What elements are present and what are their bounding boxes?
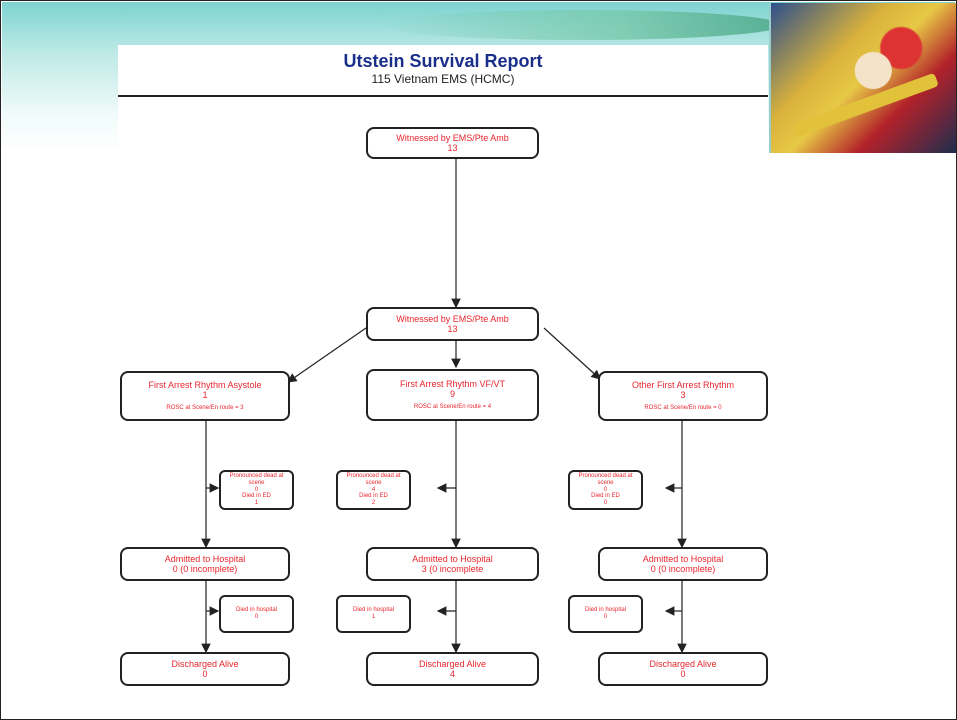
node-rhythm-asystole: First Arrest Rhythm Asystole 1 ROSC at S… (120, 371, 290, 421)
node-value: 0 (0 incomplete) (650, 564, 716, 574)
node-dead-right: Pronounced dead at scene 0 Died in ED 0 (568, 470, 643, 510)
node-value: 0 (680, 669, 686, 679)
node-value: 0 (603, 486, 608, 493)
node-admit-mid: Admitted to Hospital 3 (0 incomplete (366, 547, 539, 581)
node-label: Pronounced dead at scene (578, 472, 633, 486)
node-label: Admitted to Hospital (412, 553, 493, 564)
node-label: Witnessed by EMS/Pte Amb (396, 132, 509, 143)
node-value: 4 (371, 486, 376, 493)
node-value: 1 (254, 500, 259, 507)
utstein-report: Utstein Survival Report 115 Vietnam EMS … (118, 45, 768, 719)
node-value: 3 (680, 390, 686, 401)
node-rhythm-other: Other First Arrest Rhythm 3 ROSC at Scen… (598, 371, 768, 421)
node-label: Died in hospital (352, 607, 395, 614)
node-label: Died in ED (591, 493, 620, 500)
node-value: 0 (202, 669, 208, 679)
node-value: 0 (254, 486, 259, 493)
node-value: 13 (447, 143, 458, 153)
node-label: Discharged Alive (418, 658, 487, 669)
edge-mid-asystole (287, 327, 367, 383)
node-discharged-left: Discharged Alive 0 (120, 652, 290, 686)
node-label: Died in ED (242, 493, 271, 500)
report-header: Utstein Survival Report 115 Vietnam EMS … (118, 45, 768, 97)
node-label: Discharged Alive (171, 658, 239, 669)
node-dead-left: Pronounced dead at scene 0 Died in ED 1 (219, 470, 294, 510)
flow-connectors (201, 158, 687, 654)
node-rosc: ROSC at Scene/En route = 4 (413, 404, 492, 411)
node-label: Pronounced dead at scene (346, 472, 401, 486)
node-value: 9 (449, 389, 455, 400)
node-witnessed-top: Witnessed by EMS/Pte Amb 13 (366, 127, 539, 159)
ambulance-photo (769, 3, 956, 153)
node-rosc: ROSC at Scene/En route = 3 (166, 405, 244, 412)
node-witnessed-mid: Witnessed by EMS/Pte Amb 13 (366, 307, 539, 341)
node-value: 1 (202, 390, 208, 401)
node-rosc: ROSC at Scene/En route = 0 (644, 405, 722, 412)
node-value: 0 (603, 500, 608, 507)
node-value: 0 (0 incomplete) (172, 564, 238, 574)
node-label: First Arrest Rhythm VF/VT (399, 378, 505, 389)
node-rhythm-vfvt: First Arrest Rhythm VF/VT 9 ROSC at Scen… (366, 369, 539, 421)
node-value: 4 (449, 669, 455, 679)
banner-swoosh (382, 10, 782, 40)
node-value: 13 (447, 324, 458, 334)
node-label: Admitted to Hospital (642, 553, 724, 564)
node-admit-left: Admitted to Hospital 0 (0 incomplete) (120, 547, 290, 581)
node-died-hospital-left: Died in hospital 0 (219, 595, 294, 633)
report-subtitle: 115 Vietnam EMS (HCMC) (371, 72, 515, 86)
stretcher-graphic (793, 72, 939, 138)
node-label: Admitted to Hospital (164, 553, 246, 564)
node-discharged-mid: Discharged Alive 4 (366, 652, 539, 686)
node-value: 0 (603, 614, 608, 620)
node-dead-mid: Pronounced dead at scene 4 Died in ED 2 (336, 470, 411, 510)
node-value: 2 (371, 500, 376, 507)
node-discharged-right: Discharged Alive 0 (598, 652, 768, 686)
node-label: First Arrest Rhythm Asystole (148, 379, 262, 390)
node-label: Witnessed by EMS/Pte Amb (396, 313, 509, 324)
node-died-hospital-right: Died in hospital 0 (568, 595, 643, 633)
node-value: 0 (254, 614, 259, 620)
edge-mid-other (543, 327, 601, 380)
node-label: Discharged Alive (649, 658, 717, 669)
node-label: Other First Arrest Rhythm (631, 379, 735, 390)
node-value: 1 (371, 614, 376, 620)
node-label: Died in hospital (235, 607, 278, 614)
report-title: Utstein Survival Report (343, 51, 543, 71)
node-died-hospital-mid: Died in hospital 1 (336, 595, 411, 633)
node-label: Pronounced dead at scene (229, 472, 284, 486)
node-value: 3 (0 incomplete (421, 564, 484, 574)
node-label: Died in ED (359, 493, 388, 500)
node-label: Died in hospital (584, 607, 627, 614)
node-admit-right: Admitted to Hospital 0 (0 incomplete) (598, 547, 768, 581)
